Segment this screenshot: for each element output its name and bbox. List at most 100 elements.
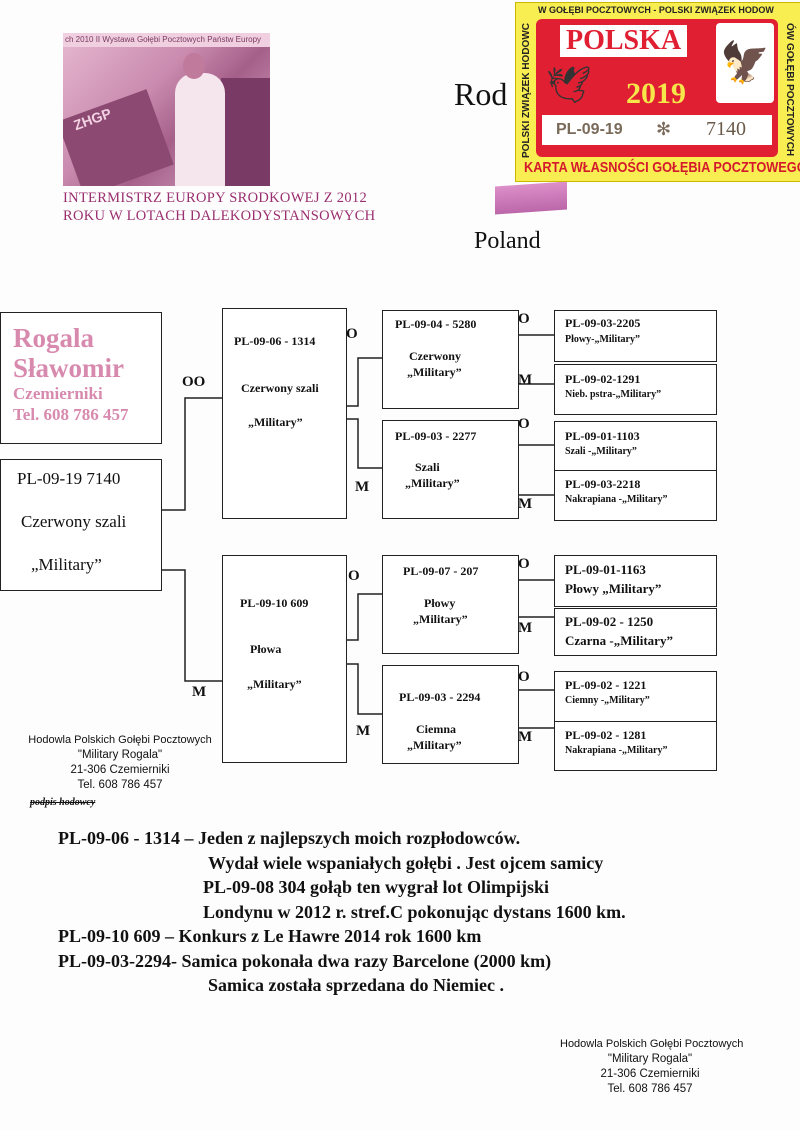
breeder-firstname: Sławomir [13,353,124,383]
dam-color: Płowa [250,642,282,656]
gen4-desc: Nakrapiana -„Military” [565,745,668,756]
document-title: Rod [454,76,508,112]
gen3-strain: „Military” [407,738,462,752]
dam-label: M [192,684,207,700]
gen4-desc: Czarna -„Military” [565,633,673,648]
gen4-ring: PL-09-02 - 1281 [565,728,647,742]
note-line: Samica została sprzedana do Niemiec . [208,975,504,995]
note-line: Londynu w 2012 r. stref.C pokonując dyst… [203,901,626,922]
sire-strain: „Military” [248,415,303,429]
breeder-photo: ch 2010 II Wystawa Gołębi Pocztowych Pań… [63,33,270,186]
card-bottom-text: KARTA WŁASNOŚCI GOŁĘBIA POCZTOWEGO [524,159,800,176]
gen3-box: PL-09-03 - 2277 Szali „Military” [382,420,519,519]
card-polska: POLSKA [560,25,688,57]
sire-box: PL-09-06 - 1314 Czerwony szali „Military… [222,308,347,519]
sire-color: Czerwony szali [241,381,319,395]
photo-caption: INTERMISTRZ EUROPY SRODKOWEJ Z 2012 ROKU… [63,189,375,225]
card-top-text: W GOŁĘBI POCZTOWYCH - POLSKI ZWIĄZEK HOD… [538,5,774,15]
breeder-town: Czemierniki [13,384,103,403]
bird-box: PL-09-19 7140 Czerwony szali „Military” [0,459,162,591]
gen4-ring: PL-09-01-1103 [565,429,640,443]
stamp-line: Hodowla Polskich Gołębi Pocztowych [28,734,212,746]
card-right-text: ÓW GOŁĘBI POCZTOWYCH [784,23,795,157]
eu-banner [221,78,270,186]
gen4-desc: Ciemny -„Military” [565,695,650,706]
card-ring: PL-09-19 [556,121,623,138]
gen3-o-label: O [518,669,530,685]
note-line: PL-09-06 - 1314 – Jeden z najlepszych mo… [58,828,521,848]
notes-section: PL-09-06 - 1314 – Jeden z najlepszych mo… [58,826,626,998]
gen3-strain: „Military” [405,476,460,490]
stamp-line: "Military Rogala" [77,749,163,761]
card-ring-strip [542,115,772,145]
stamp-line: 21-306 Czemierniki [70,764,170,776]
stamp-line: "Military Rogala" [607,1053,693,1065]
eagle-emblem-icon: 🦅 [716,23,774,103]
gen3-o-label: O [518,556,530,572]
footer-stamp: Hodowla Polskich Gołębi Pocztowych "Mili… [560,1037,744,1097]
gen3-box: PL-09-03 - 2294 Ciemna „Military” [382,665,519,764]
sire-label: OO [182,374,206,390]
gen3-m-label: M [518,729,533,745]
card-year: 2019 [626,77,686,110]
gen4-ring: PL-09-03-2205 [565,316,641,330]
country-label: Poland [474,228,541,254]
sire-ring: PL-09-06 - 1314 [234,334,316,348]
breeder-phone: Tel. 608 786 457 [13,405,129,424]
gen4-desc: Nieb. pstra-„Military” [565,389,662,400]
gen3-ring: PL-09-07 - 207 [403,564,479,578]
gen4-desc: Nakrapiana -„Military” [565,494,668,505]
photo-banner: ch 2010 II Wystawa Gołębi Pocztowych Pań… [63,33,270,47]
ownership-card: W GOŁĘBI POCZTOWYCH - POLSKI ZWIĄZEK HOD… [515,2,800,182]
dam-o-label: O [348,568,360,584]
gen3-ring: PL-09-04 - 5280 [395,317,477,331]
gen4-ring: PL-09-02-1291 [565,372,641,386]
gen3-m-label: M [518,620,533,636]
note-line: PL-09-10 609 – Konkurs z Le Hawre 2014 r… [58,926,482,946]
gen3-m-label: M [518,372,533,388]
gen4-desc: Szali -„Military” [565,446,637,457]
gen4-ring: PL-09-02 - 1250 [565,614,654,629]
gen3-color: Ciemna [416,722,456,736]
gen3-o-label: O [518,311,530,327]
dam-m-label: M [356,723,371,739]
gen3-color: Szali [415,460,440,474]
note-line: Wydał wiele wspaniałych gołębi . Jest oj… [208,852,604,873]
caption-line: INTERMISTRZ EUROPY SRODKOWEJ Z 2012 [63,190,367,206]
gen3-o-label: O [518,416,530,432]
gen3-box: PL-09-07 - 207 Płowy „Military” [382,555,519,654]
bird-strain: „Military” [31,555,102,574]
gen4-ring: PL-09-02 - 1221 [565,678,647,692]
gen4-desc: Płowy-„Military” [565,334,640,345]
gen3-strain: „Military” [407,365,462,379]
gen4-desc: Płowy „Military” [565,581,662,596]
bird-color: Czerwony szali [21,512,127,531]
dam-box: PL-09-10 609 Płowa „Military” [222,555,347,763]
person-figure [175,73,225,186]
dam-ring: PL-09-10 609 [240,596,309,610]
person-head [183,53,205,79]
bird-ring: PL-09-19 7140 [17,469,121,488]
note-line: PL-09-08 304 gołąb ten wygrał lot Olimpi… [203,877,549,897]
dam-strain: „Military” [247,677,302,691]
gen3-color: Płowy [424,596,456,610]
caption-line: ROKU W LOTACH DALEKODYSTANSOWYCH [63,208,376,224]
stamp-line: Hodowla Polskich Gołębi Pocztowych [560,1038,744,1050]
gen3-color: Czerwony [409,349,461,363]
gen3-ring: PL-09-03 - 2277 [395,429,477,443]
sire-m-label: M [355,479,370,495]
sire-o-label: O [346,326,358,342]
note-line: PL-09-03-2294- Samica pokonała dwa razy … [58,950,552,971]
stamp-line: Tel. 608 786 457 [607,1083,693,1095]
gen3-box: PL-09-04 - 5280 Czerwony „Military” [382,310,519,409]
stamp-line: 21-306 Czemierniki [600,1068,700,1080]
